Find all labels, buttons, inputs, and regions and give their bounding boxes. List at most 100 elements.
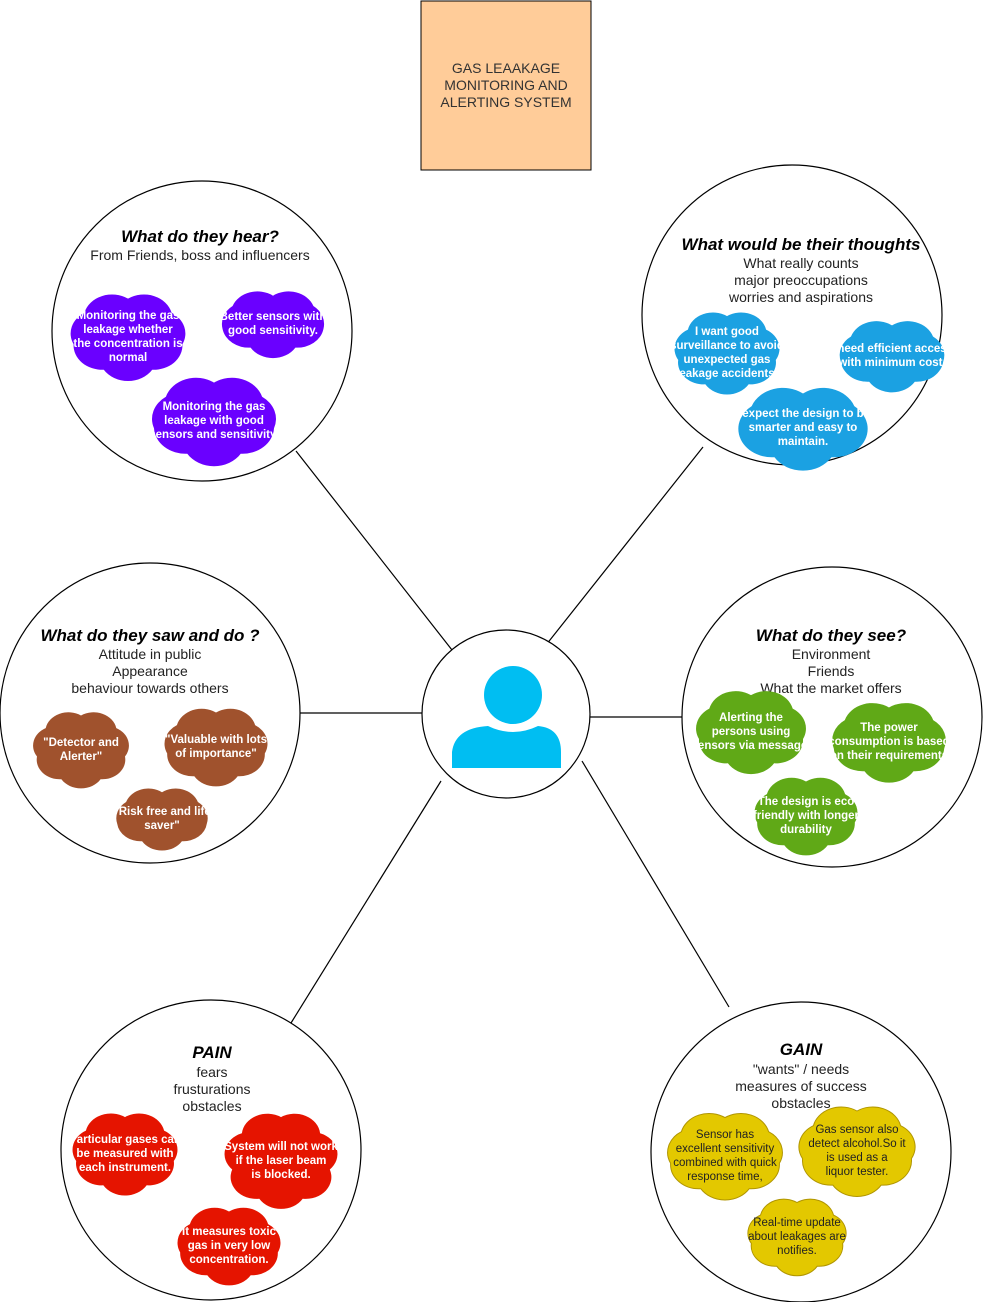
saw-do-cloud-2[interactable]: "Valuable with lots of importance" [164, 708, 268, 787]
cloud-shape [116, 788, 208, 851]
hear-cloud-1[interactable]: Monitoring the gas leakage whether the con… [70, 294, 186, 382]
thoughts-sub-1: What really counts [743, 255, 858, 271]
section-text: What do they hear? From Friends, boss an… [40, 227, 920, 1114]
cloud-text-line: saver" [144, 820, 180, 832]
cloud-text-line: Real-time update [753, 1217, 841, 1229]
cloud-shape [152, 377, 276, 467]
cloud-text-line: on their requirements [830, 750, 948, 762]
connector-thoughts [545, 446, 704, 646]
cloud-text-line: The design is eco [758, 796, 855, 808]
cloud-shape [224, 1113, 338, 1209]
cloud-shape [221, 291, 325, 359]
cloud-text-line: durability [780, 824, 832, 836]
saw-do-circle[interactable] [0, 562, 301, 864]
cloud-text-line: about leakages are [748, 1231, 846, 1243]
connector-lines [290, 446, 730, 1024]
cloud-text-line: Monitoring the gas [77, 310, 180, 322]
cloud-text-line: Better sensors with [220, 311, 327, 323]
saw-do-heading: What do they saw and do ? [40, 626, 260, 645]
gain-sub-2: measures of success [735, 1078, 867, 1094]
cloud-shape [70, 294, 186, 382]
cloud-text-line: Gas sensor also [815, 1124, 898, 1136]
cloud-text-line: notifies. [777, 1245, 817, 1257]
cloud-text-line: Alerter" [60, 751, 103, 763]
title-box[interactable]: GAS LEAAKAGE MONITORING AND ALERTING SYS… [420, 0, 592, 171]
cloud-text-line: I want good [695, 326, 759, 338]
cloud-text-line: The power [860, 722, 918, 734]
cloud-shape [33, 712, 129, 789]
see-cloud-3[interactable]: The design is eco friendly with longer dur… [753, 777, 860, 856]
cloud-text-line: good sensitivity. [228, 325, 318, 337]
cloud-text-line: normal [109, 352, 147, 364]
hear-cloud-2[interactable]: Better sensors with good sensitivity. [220, 291, 327, 359]
see-sub-2: Friends [808, 663, 855, 679]
cloud-text-line: sensors and sensitivity. [149, 429, 279, 441]
cloud-text-line: smarter and easy to [749, 422, 858, 434]
cloud-text-line: concentration. [189, 1254, 268, 1266]
cloud-text-line: excellent sensitivity [676, 1143, 775, 1155]
connector-hear [295, 450, 453, 651]
pain-sub-1: fears [196, 1064, 227, 1080]
cloud-text-line: liquor tester. [826, 1166, 889, 1178]
cloud-shape [667, 1112, 783, 1201]
cloud-text-line: with minimum cost. [837, 357, 945, 369]
cloud-text-line: be measured with [76, 1148, 173, 1160]
cloud-text-line: I expect the design to be [736, 408, 870, 420]
cloud-text-line: maintain. [778, 436, 828, 448]
pain-heading: PAIN [192, 1043, 232, 1062]
cloud-text-line: "Detector and [43, 737, 119, 749]
title-line-3: ALERTING SYSTEM [440, 94, 571, 110]
see-sub-1: Environment [792, 646, 871, 662]
see-heading: What do they see? [756, 626, 907, 645]
thoughts-heading: What would be their thoughts [682, 235, 921, 254]
hear-cloud-3[interactable]: Monitoring the gas leakage with good senso… [149, 377, 279, 467]
cloud-text-line: Sensor has [696, 1129, 754, 1141]
cloud-text-line: leakage with good [164, 415, 264, 427]
pain-circle[interactable] [60, 999, 362, 1301]
cloud-text-line: System will not work [224, 1141, 338, 1153]
cloud-text-line: the concentration is [73, 338, 182, 350]
gain-cloud-3[interactable]: Real-time update about leakages are notifi… [747, 1198, 847, 1277]
person-icon [452, 666, 561, 768]
cloud-shape [177, 1207, 281, 1286]
see-sub-3: What the market offers [760, 680, 901, 696]
cloud-shape [832, 703, 946, 783]
title-box-shape [420, 0, 592, 171]
connector-gain [581, 760, 730, 1008]
pain-sub-3: obstacles [182, 1098, 241, 1114]
saw-do-sub-3: behaviour towards others [71, 680, 228, 696]
see-circle[interactable] [681, 566, 983, 868]
gain-heading: GAIN [780, 1040, 823, 1059]
cloud-text-line: unexpected gas [684, 354, 771, 366]
saw-do-cloud-3[interactable]: "Risk free and life saver" [113, 788, 211, 851]
cloud-text-line: "Risk free and life [113, 806, 211, 818]
cloud-text-line: Alerting the [719, 712, 783, 724]
hear-circle[interactable] [51, 180, 353, 482]
cloud-text-line: of importance" [175, 748, 257, 760]
title-line-2: MONITORING AND [444, 77, 567, 93]
cloud-text-line: "Valuable with lots [165, 734, 267, 746]
saw-do-sub-1: Attitude in public [99, 646, 202, 662]
thoughts-cloud-3[interactable]: I expect the design to be smarter and eas… [736, 387, 870, 471]
saw-do-sub-2: Appearance [112, 663, 188, 679]
cloud-text-line: Monitoring the gas [163, 401, 266, 413]
pain-sub-2: frusturations [173, 1081, 250, 1097]
cloud-text-line: is used as a [826, 1152, 888, 1164]
cloud-shape [696, 691, 806, 775]
cloud-text-line: friendly with longer [753, 810, 860, 822]
sticky-clouds: Monitoring the gas leakage whether the con… [33, 291, 953, 1286]
hear-sub-1: From Friends, boss and influencers [90, 247, 309, 263]
cloud-shape [798, 1106, 916, 1197]
cloud-text-line: leakage whether [83, 324, 173, 336]
